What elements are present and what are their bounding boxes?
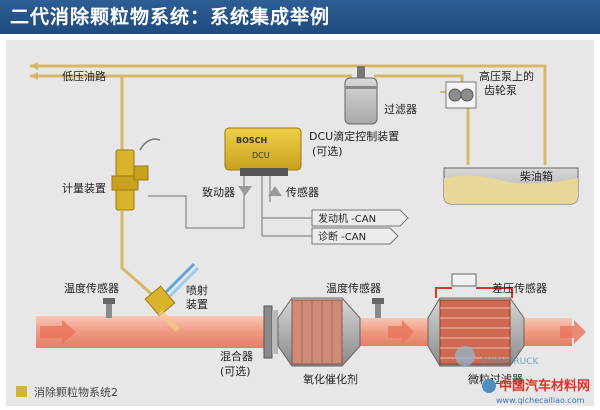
dcu-brand-text: BOSCH	[236, 136, 267, 145]
mixer-label-1: 混合器	[220, 349, 253, 363]
footer-caption: 消除颗粒物系统2	[34, 385, 118, 399]
engine-can-label: 发动机 -CAN	[318, 212, 376, 225]
sensor-label: 传感器	[286, 186, 319, 199]
urea-line	[120, 210, 157, 300]
gear-pump-label-2: 齿轮泵	[484, 83, 517, 97]
injector	[144, 262, 200, 333]
filter-label: 过滤器	[384, 103, 417, 116]
mixer	[263, 305, 278, 359]
caption-square-icon	[16, 386, 27, 397]
sensor-arrow	[268, 186, 282, 196]
watermark-logo-icon	[455, 346, 475, 366]
temp-sensor-mid-label: 温度传感器	[326, 281, 381, 295]
oxidation-catalyst-label: 氧化催化剂	[303, 372, 358, 386]
dcu-model-text: DCU	[252, 151, 270, 160]
oxidation-catalyst	[277, 297, 361, 367]
signal-lines	[148, 176, 312, 237]
diag-can-tag	[311, 227, 399, 245]
diff-pressure-sensor-label: 差压传感器	[492, 281, 547, 295]
diff-pressure-sensor	[435, 273, 513, 298]
exhaust-pipe	[36, 316, 586, 348]
filter	[344, 66, 378, 125]
temp-sensor-left-label: 温度传感器	[64, 281, 119, 295]
temp-sensor-left	[103, 298, 115, 318]
particulate-filter-label: 微粒过滤器	[468, 372, 523, 386]
metering-unit-label: 计量装置	[62, 182, 106, 195]
watermark-url: www.qichecailiao.com	[496, 396, 585, 405]
low-pressure-line-label: 低压油路	[62, 69, 106, 83]
watermark-cn: 中国汽车材料网	[499, 378, 590, 394]
fuel-tank	[443, 167, 579, 205]
temp-sensor-mid	[372, 298, 384, 318]
watermark-globe-icon	[482, 379, 496, 393]
page-title: 二代消除颗粒物系统：系统集成举例	[0, 0, 600, 34]
engine-can-tag	[311, 209, 409, 227]
watermark-brand: CHINATRUCK	[480, 357, 540, 367]
metering-unit	[111, 138, 161, 211]
actuator-label: 致动器	[202, 185, 235, 199]
actuator-arrow	[238, 186, 252, 196]
watermark: CHINATRUCK 中国汽车材料网 www.qichecailiao.com	[455, 346, 590, 405]
fuel-tank-label: 柴油箱	[520, 169, 553, 183]
injector-label-1: 喷射	[186, 283, 208, 297]
particulate-filter	[427, 297, 525, 367]
gear-pump	[445, 81, 477, 109]
dcu-control-unit: BOSCH DCU	[224, 127, 302, 176]
injector-label-2: 装置	[186, 298, 208, 311]
gear-pump-label-1: 高压泵上的	[479, 69, 534, 83]
diag-can-label: 诊断 -CAN	[318, 230, 366, 243]
dcu-label-2: (可选)	[312, 145, 343, 158]
dcu-label-1: DCU滴定控制装置	[309, 129, 399, 143]
mixer-label-2: (可选)	[220, 365, 251, 378]
